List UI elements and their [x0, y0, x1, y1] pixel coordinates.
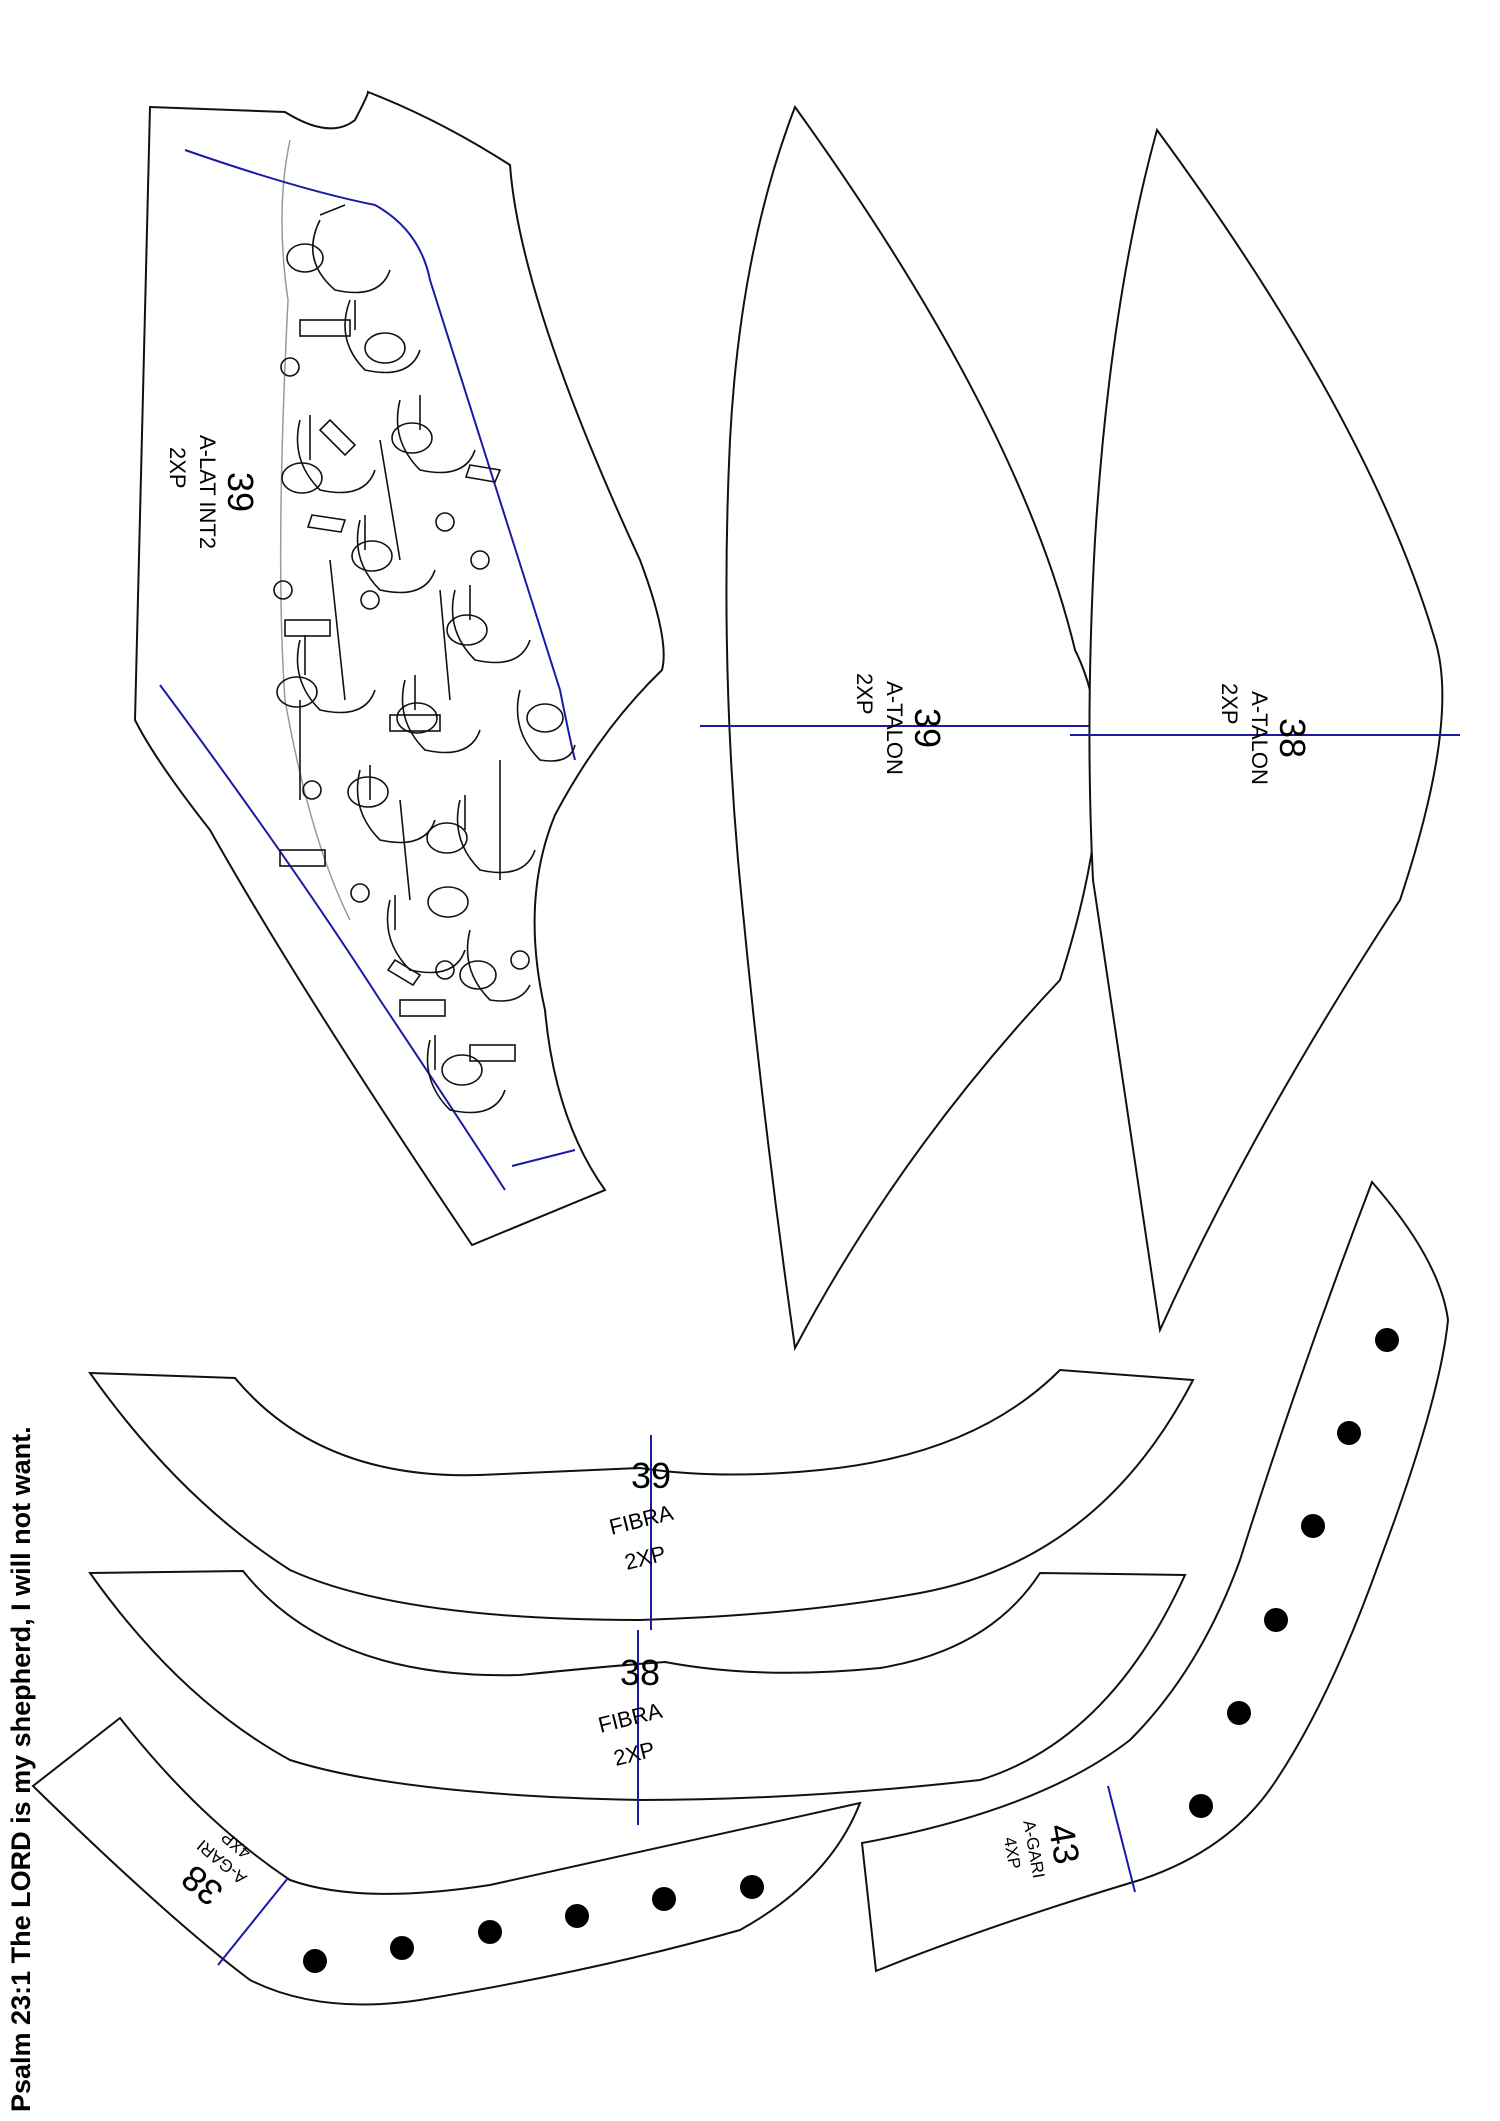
piece-gari-43: 43 A-GARI 4XP: [860, 1180, 1450, 1973]
piece-outline: [31, 1716, 862, 2006]
piece-number: 39: [907, 708, 948, 748]
punch-hole: [1337, 1421, 1361, 1445]
punch-hole: [1227, 1701, 1251, 1725]
piece-number: 38: [620, 1652, 660, 1693]
piece-talon-38: 38 A-TALON 2XP: [1070, 127, 1460, 1334]
piece-label: 39 A-TALON 2XP: [852, 673, 948, 775]
punch-hole: [565, 1904, 589, 1928]
punch-hole: [478, 1920, 502, 1944]
blue-guide-short: [511, 1149, 576, 1167]
punch-hole: [652, 1887, 676, 1911]
piece-label: 39 A-LAT INT2 2XP: [165, 435, 261, 549]
piece-label: 43 A-GARI 4XP: [1000, 1819, 1088, 1880]
piece-number: 38: [1272, 718, 1313, 758]
punch-hole: [1301, 1514, 1325, 1538]
piece-qty: 2XP: [1217, 683, 1242, 725]
piece-talon-39: 39 A-TALON 2XP: [700, 104, 1101, 1352]
punch-hole: [303, 1949, 327, 1973]
piece-lat-int2-39: 39 A-LAT INT2 2XP: [133, 90, 665, 1247]
blue-guide-left: [159, 684, 506, 1191]
punch-hole: [1375, 1328, 1399, 1352]
piece-fibra-39: 39 FIBRA 2XP: [88, 1368, 1195, 1630]
piece-number: 39: [631, 1455, 671, 1496]
blue-guide: [217, 1877, 289, 1966]
piece-name: A-TALON: [1247, 691, 1272, 785]
punch-hole: [1264, 1608, 1288, 1632]
blue-guide-top: [184, 149, 576, 761]
sewing-line: [279, 139, 351, 921]
punch-hole: [740, 1875, 764, 1899]
piece-qty: 2XP: [852, 673, 877, 715]
piece-fibra-38: 38 FIBRA 2XP: [88, 1569, 1187, 1825]
blue-guide: [1107, 1785, 1136, 1893]
piece-outline: [860, 1180, 1450, 1973]
punch-hole: [390, 1936, 414, 1960]
piece-outline: [133, 90, 665, 1247]
punch-hole: [1189, 1794, 1213, 1818]
piece-outline: [725, 104, 1101, 1352]
footer-verse: Psalm 23:1 The LORD is my shepherd, I wi…: [6, 1426, 36, 2112]
piece-gari-38: 38 A-GARI 4XP: [31, 1716, 862, 2006]
piece-outline: [88, 1368, 1195, 1622]
piece-number: 39: [220, 472, 261, 512]
punch-holes: [1189, 1328, 1399, 1818]
piece-qty: 2XP: [165, 447, 190, 489]
piece-outline: [1088, 127, 1444, 1334]
piece-label: 38 A-TALON 2XP: [1217, 683, 1313, 785]
decorative-pattern: [273, 204, 576, 1114]
piece-name: A-TALON: [882, 681, 907, 775]
punch-holes: [303, 1875, 764, 1973]
piece-number: 43: [1041, 1821, 1088, 1868]
piece-name: A-LAT INT2: [195, 435, 220, 549]
